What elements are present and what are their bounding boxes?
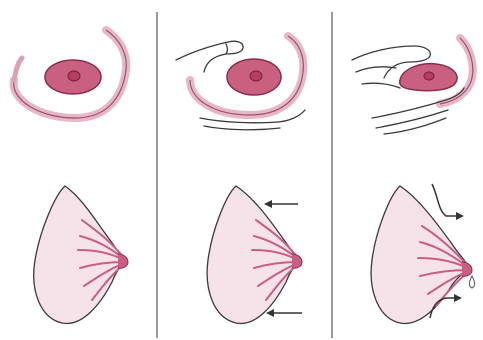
curved-arrow-top	[432, 184, 464, 220]
panel-2	[176, 36, 305, 323]
milk-drop	[469, 276, 474, 288]
panel-1	[14, 30, 128, 323]
side-view-breast	[34, 186, 128, 323]
side-view-breast	[207, 186, 302, 323]
nipple-tip	[462, 262, 472, 276]
hand	[352, 46, 464, 134]
nipple	[68, 71, 80, 81]
front-view-breast	[176, 36, 305, 130]
compression-arrow-top	[264, 200, 298, 208]
nipple	[424, 72, 434, 80]
nipple-tip	[118, 254, 128, 268]
nipple	[250, 71, 262, 81]
front-view-breast	[14, 30, 127, 118]
side-view-breast	[371, 184, 475, 323]
front-view-breast	[352, 38, 473, 134]
compression-arrow-bottom	[266, 309, 302, 317]
nipple-tip	[292, 254, 302, 268]
panel-3	[352, 38, 475, 323]
